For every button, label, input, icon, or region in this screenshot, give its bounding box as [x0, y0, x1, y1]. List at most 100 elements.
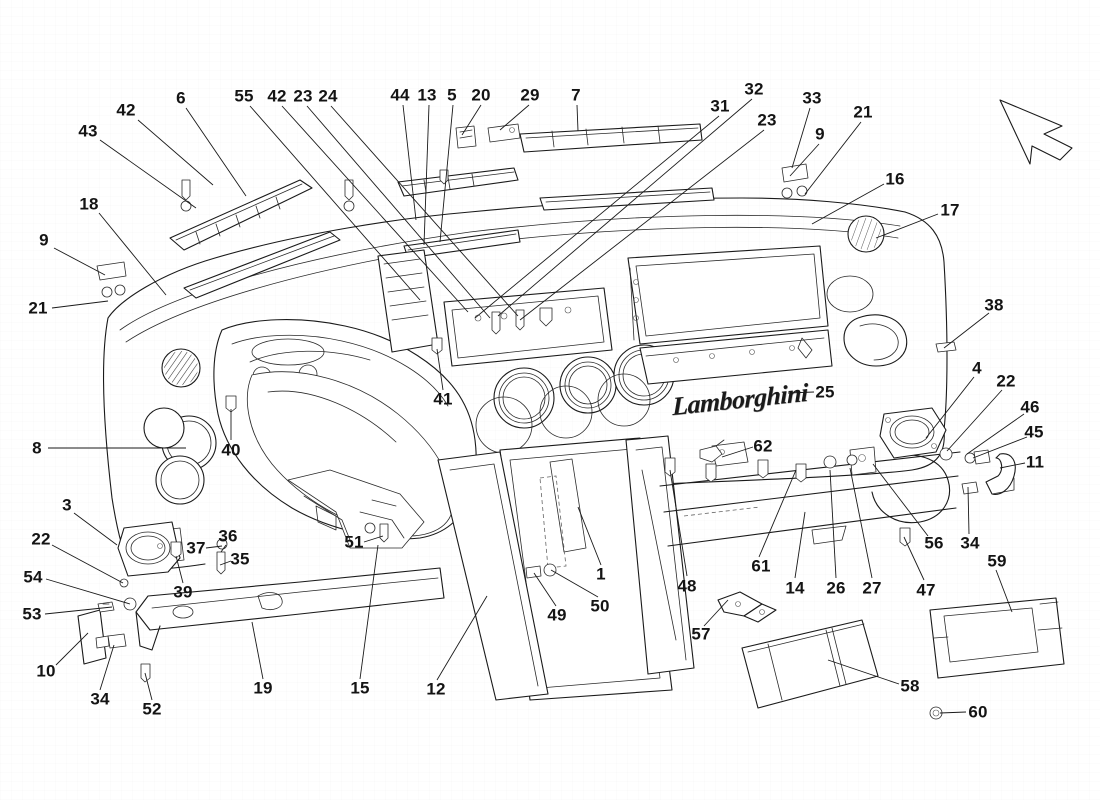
callout-number-9: 9 [39, 230, 49, 250]
leader-line-27 [849, 467, 873, 579]
callout-number-17: 17 [940, 200, 960, 220]
leader-line-58 [827, 659, 900, 685]
leader-line-41 [436, 348, 444, 391]
callout-number-6: 6 [176, 88, 186, 108]
leader-line-55 [249, 105, 421, 301]
leader-line-5 [439, 104, 454, 243]
callout-number-52: 52 [142, 699, 162, 719]
callout-number-57: 57 [691, 624, 711, 644]
leader-line-37 [205, 545, 223, 549]
leader-line-23 [306, 105, 491, 319]
callout-number-61: 61 [751, 556, 771, 576]
leader-line-39 [175, 555, 184, 584]
leader-line-6 [185, 107, 247, 197]
callout-number-8: 8 [32, 438, 42, 458]
hook-bracket-part-11 [985, 453, 1016, 495]
leader-line-57 [703, 599, 729, 627]
callout-number-29: 29 [520, 85, 540, 105]
instrument-cluster-binnacle [213, 319, 477, 549]
callout-number-21: 21 [28, 298, 48, 318]
callout-number-44: 44 [390, 85, 410, 105]
leader-line-21 [804, 121, 862, 195]
callout-number-27: 27 [862, 578, 882, 598]
callout-number-34: 34 [90, 689, 110, 709]
callout-number-45: 45 [1024, 422, 1044, 442]
leader-line-7 [576, 104, 579, 132]
leader-line-35 [219, 560, 232, 566]
leader-line-38 [943, 312, 990, 349]
leader-line-45 [972, 436, 1028, 459]
leader-line-19 [251, 621, 264, 680]
callout-number-32: 32 [744, 79, 764, 99]
callout-number-42: 42 [116, 100, 136, 120]
leader-line-29 [499, 104, 530, 131]
callout-number-21: 21 [853, 102, 873, 122]
leader-line-21 [51, 300, 109, 309]
right-round-vents [826, 215, 908, 367]
callout-number-13: 13 [417, 85, 437, 105]
leader-line-9 [789, 143, 820, 177]
callout-number-41: 41 [433, 389, 453, 409]
leader-line-42 [281, 105, 469, 313]
leader-line-46 [966, 413, 1025, 455]
callout-number-19: 19 [253, 678, 273, 698]
callout-number-24: 24 [318, 86, 338, 106]
leader-line-15 [359, 544, 379, 680]
callout-number-39: 39 [173, 582, 193, 602]
callout-number-35: 35 [230, 549, 250, 569]
leader-line-44 [402, 104, 417, 221]
leader-line-24 [330, 105, 519, 317]
callout-number-62: 62 [753, 436, 773, 456]
left-round-vent [143, 348, 217, 505]
callout-number-23: 23 [293, 86, 313, 106]
leader-line-31 [474, 115, 720, 319]
speaker-housing-part-3 [117, 521, 181, 577]
speaker-housing-part-4 [879, 407, 947, 459]
leader-line-49 [533, 572, 557, 607]
leader-line-18 [98, 212, 167, 296]
center-console-lower [437, 435, 695, 701]
callout-number-1: 1 [596, 564, 606, 584]
callout-number-47: 47 [916, 580, 936, 600]
callout-number-5: 5 [447, 85, 457, 105]
leader-line-4 [925, 376, 975, 439]
defrost-vent-grilles [169, 123, 715, 299]
callout-number-46: 46 [1020, 397, 1040, 417]
callout-number-55: 55 [234, 86, 254, 106]
glovebox-components [741, 597, 1065, 720]
callout-number-54: 54 [23, 567, 43, 587]
leader-line-52 [144, 672, 153, 701]
callout-number-40: 40 [221, 440, 241, 460]
leader-line-51 [363, 535, 384, 543]
callout-number-43: 43 [78, 121, 98, 141]
leader-line-62 [721, 446, 754, 458]
callout-number-36: 36 [218, 526, 238, 546]
callout-leader-lines [44, 98, 1028, 714]
callout-number-16: 16 [885, 169, 905, 189]
callout-number-9: 9 [815, 124, 825, 144]
callout-number-34: 34 [960, 533, 980, 553]
callout-number-53: 53 [22, 604, 42, 624]
leader-line-17 [875, 213, 939, 239]
callout-number-15: 15 [350, 678, 370, 698]
leader-line-36 [220, 544, 227, 553]
callout-number-33: 33 [802, 88, 822, 108]
leader-line-23 [519, 129, 765, 321]
leader-line-9 [53, 247, 106, 276]
leader-line-48 [669, 469, 688, 577]
leader-line-53 [44, 606, 113, 615]
callout-number-14: 14 [785, 578, 805, 598]
callout-number-22: 22 [996, 371, 1016, 391]
passenger-airbag-panel [627, 245, 833, 385]
right-lower-trim-rail [659, 441, 961, 547]
leader-line-3 [73, 512, 118, 546]
leader-line-12 [436, 595, 488, 681]
leader-line-11 [999, 462, 1026, 469]
callout-number-38: 38 [984, 295, 1004, 315]
leader-line-56 [872, 463, 929, 537]
leader-line-50 [550, 569, 599, 598]
callout-number-59: 59 [987, 551, 1007, 571]
callout-number-10: 10 [36, 661, 56, 681]
